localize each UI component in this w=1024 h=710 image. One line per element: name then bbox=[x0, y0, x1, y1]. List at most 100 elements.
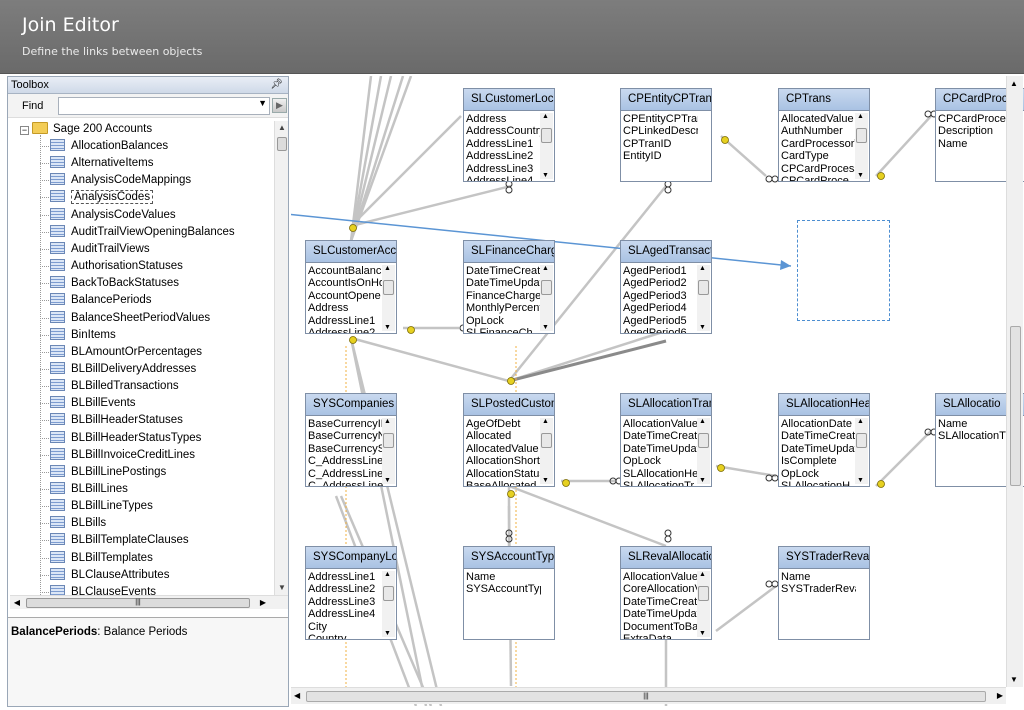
entity-field[interactable]: OpLock bbox=[466, 314, 504, 327]
entity-field[interactable]: AddressLine1 bbox=[466, 137, 534, 150]
entity-box[interactable]: SYSTraderRevalANameSYSTraderRevalAll bbox=[778, 546, 870, 640]
tree-root[interactable]: Sage 200 Accounts bbox=[32, 121, 152, 138]
entity-field[interactable]: AgedPeriod6 bbox=[623, 327, 698, 333]
entity-field[interactable]: OpLock bbox=[781, 467, 819, 480]
entity-scrollbar[interactable]: ▲▼ bbox=[382, 418, 395, 484]
canvas-vertical-scrollbar[interactable]: ▲ ▼ bbox=[1006, 76, 1023, 687]
tree-item[interactable]: AllocationBalances bbox=[40, 138, 168, 155]
entity-title[interactable]: SLAllocatio bbox=[936, 394, 1024, 416]
entity-box[interactable]: SLAgedTransactioAgedPeriod1AgedPeriod2Ag… bbox=[620, 240, 712, 334]
entity-field[interactable]: CPCardProcess bbox=[781, 162, 856, 175]
entity-field[interactable]: ExtraData bbox=[623, 633, 698, 639]
entity-field[interactable]: SLAllocationH bbox=[781, 480, 856, 486]
pin-icon[interactable]: 📌︎ bbox=[270, 79, 283, 90]
entity-title[interactable]: SLAllocationHead bbox=[779, 394, 869, 416]
entity-field[interactable]: IsComplete bbox=[781, 455, 837, 468]
entity-field[interactable]: Name bbox=[781, 571, 811, 583]
entity-field[interactable]: Address bbox=[466, 113, 507, 125]
entity-title[interactable]: CPEntityCPTrans bbox=[621, 89, 711, 111]
scroll-down-icon[interactable]: ▼ bbox=[1010, 675, 1018, 684]
entity-box[interactable]: SLAllocationTransAllocationValueDateTime… bbox=[620, 393, 712, 487]
entity-field[interactable]: AgedPeriod4 bbox=[623, 302, 687, 315]
entity-title[interactable]: SYSAccountType bbox=[464, 547, 554, 569]
entity-field[interactable]: AddressLine4 bbox=[466, 175, 541, 181]
entity-box[interactable]: CPEntityCPTransCPEntityCPTranIDCPLinkedD… bbox=[620, 88, 712, 182]
entity-field[interactable]: AddressLine3 bbox=[466, 162, 534, 175]
entity-field[interactable]: Allocated bbox=[466, 430, 512, 443]
scroll-down-icon[interactable]: ▼ bbox=[278, 583, 286, 592]
entity-field[interactable]: CoreAllocationV bbox=[623, 583, 698, 596]
entity-title[interactable]: SLCustomerLocati bbox=[464, 89, 554, 111]
entity-field[interactable]: SLAllocationTr bbox=[623, 480, 698, 486]
entity-field[interactable]: AddressLine4 bbox=[308, 608, 376, 621]
entity-field[interactable]: Name bbox=[938, 137, 968, 150]
entity-title[interactable]: SLAgedTransactio bbox=[621, 241, 711, 263]
tree-item[interactable]: BLBillDeliveryAddresses bbox=[40, 361, 196, 378]
entity-field[interactable]: SLAllocationHe bbox=[623, 467, 698, 480]
entity-field[interactable]: SYSTraderRevalAll bbox=[781, 583, 856, 596]
entity-field[interactable]: AddressLine2 bbox=[308, 327, 383, 333]
entity-field[interactable]: AddressLine2 bbox=[466, 150, 534, 163]
entity-scrollbar[interactable]: ▲▼ bbox=[540, 265, 553, 331]
tree-item[interactable]: BLBills bbox=[40, 515, 106, 532]
entity-field[interactable]: CardProcessorT bbox=[781, 137, 856, 150]
entity-field[interactable]: BaseCurrencyID bbox=[308, 418, 383, 430]
entity-title[interactable]: SLPostedCustome bbox=[464, 394, 554, 416]
entity-field[interactable]: OpLock bbox=[623, 455, 661, 468]
entity-field[interactable]: AllocatedValue bbox=[781, 113, 854, 125]
entity-box[interactable]: SYSAccountTypeNameSYSAccountTypeI bbox=[463, 546, 555, 640]
entity-field[interactable]: AddressLine3 bbox=[308, 595, 376, 608]
entity-field[interactable]: CardType bbox=[781, 150, 829, 163]
collapse-icon[interactable]: − bbox=[20, 125, 29, 135]
tree-item[interactable]: AuditTrailViews bbox=[40, 241, 150, 258]
entity-field[interactable]: AccountBalanc bbox=[308, 265, 382, 277]
entity-scrollbar[interactable]: ▲▼ bbox=[382, 265, 395, 331]
entity-title[interactable]: SLFinanceCharge bbox=[464, 241, 554, 263]
entity-scrollbar[interactable]: ▲▼ bbox=[855, 113, 868, 179]
drop-target[interactable] bbox=[797, 220, 890, 321]
entity-field[interactable]: CPLinkedDescripto bbox=[623, 125, 698, 138]
entity-field[interactable]: AddressLine2 bbox=[308, 583, 376, 596]
entity-field[interactable]: AddressLine1 bbox=[308, 571, 376, 583]
entity-field[interactable]: CPCardProce bbox=[938, 113, 1006, 125]
tree-item[interactable]: BLBillEvents bbox=[40, 395, 136, 412]
entity-field[interactable]: AllocationStatus bbox=[466, 467, 541, 480]
scroll-thumb[interactable]: ||| bbox=[26, 598, 250, 608]
scroll-left-icon[interactable]: ◀ bbox=[13, 598, 21, 607]
entity-field[interactable]: Address bbox=[308, 302, 349, 315]
entity-field[interactable]: DateTimeCreate bbox=[466, 265, 541, 277]
entity-field[interactable]: AllocationValue bbox=[623, 418, 698, 430]
entity-field[interactable]: AllocationShort bbox=[466, 455, 540, 468]
find-input[interactable]: ▼ bbox=[58, 97, 270, 115]
entity-field[interactable]: DateTimeCreate bbox=[623, 595, 698, 608]
entity-title[interactable]: CPCardProc bbox=[936, 89, 1024, 111]
scroll-right-icon[interactable]: ▶ bbox=[259, 598, 267, 607]
tree-item[interactable]: BLBilledTransactions bbox=[40, 378, 179, 395]
entity-field[interactable]: SYSAccountTypeI bbox=[466, 583, 541, 596]
entity-field[interactable]: Name bbox=[466, 571, 496, 583]
entity-field[interactable]: AddressLine1 bbox=[308, 314, 376, 327]
tree-item[interactable]: BLBillHeaderStatusTypes bbox=[40, 430, 201, 447]
entity-field[interactable]: EntityID bbox=[623, 150, 662, 163]
entity-field[interactable]: AgedPeriod3 bbox=[623, 289, 687, 302]
tree-item[interactable]: BLBillLineTypes bbox=[40, 498, 153, 515]
entity-field-list[interactable]: NameSYSAccountTypeI bbox=[466, 571, 541, 639]
entity-field[interactable]: AuthNumber bbox=[781, 125, 843, 138]
tree-vertical-scrollbar[interactable]: ▲ ▼ bbox=[274, 121, 288, 595]
tree-horizontal-scrollbar[interactable]: ◀ ||| ▶ bbox=[10, 595, 288, 609]
tree-item[interactable]: BLBillTemplateClauses bbox=[40, 532, 189, 549]
canvas-horizontal-scrollbar[interactable]: ◀ ||| ▶ bbox=[291, 687, 1006, 704]
entity-scrollbar[interactable]: ▲▼ bbox=[697, 265, 710, 331]
entity-title[interactable]: SLRevalAllocation bbox=[621, 547, 711, 569]
tree-item[interactable]: BLClauseAttributes bbox=[40, 567, 169, 584]
scroll-up-icon[interactable]: ▲ bbox=[1010, 79, 1018, 88]
entity-field[interactable]: Name bbox=[938, 418, 968, 430]
entity-field[interactable]: BaseCurrencyN bbox=[308, 430, 383, 443]
entity-field[interactable]: DateTimeUpdat bbox=[466, 277, 541, 290]
tree-item[interactable]: BackToBackStatuses bbox=[40, 275, 179, 292]
